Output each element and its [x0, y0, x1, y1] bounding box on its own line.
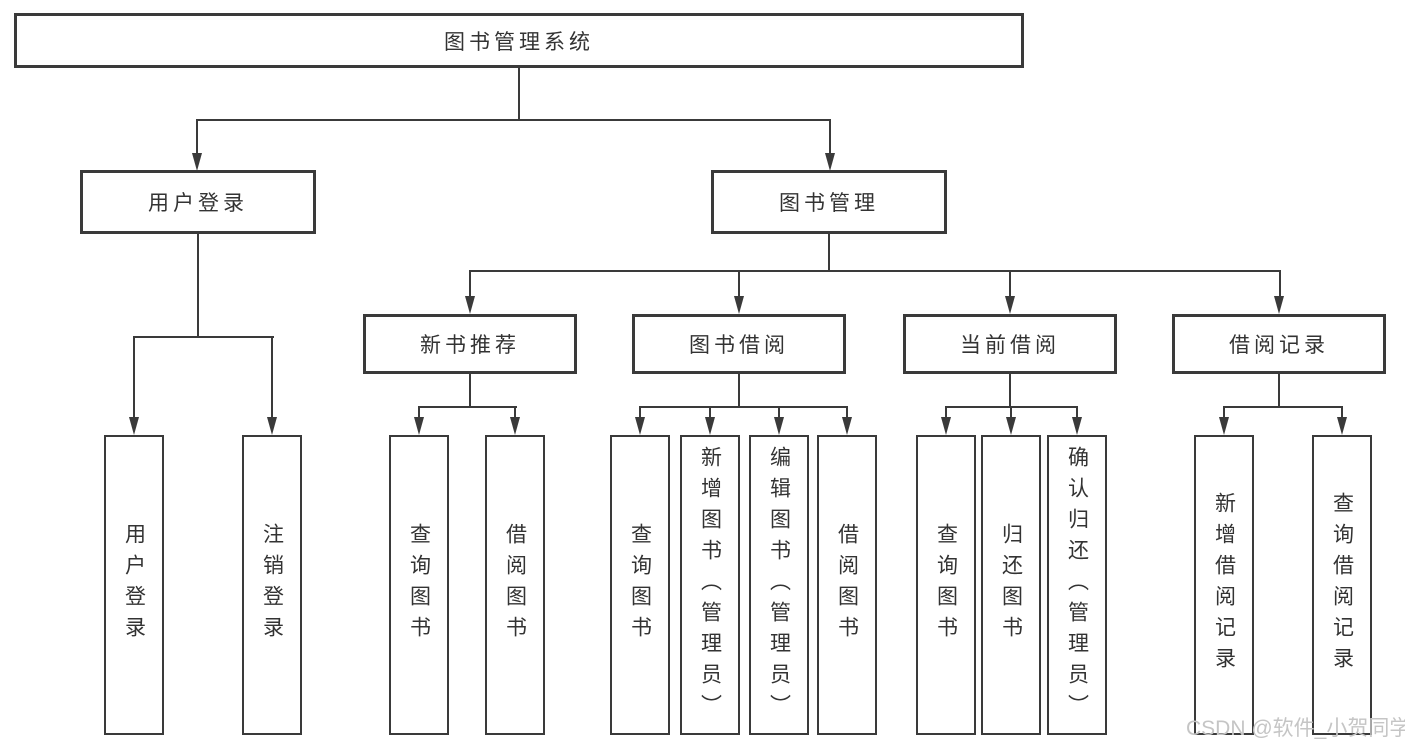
connector-drop: [418, 406, 420, 417]
arrow-down-icon: [1072, 417, 1082, 435]
arrow-down-icon: [774, 417, 784, 435]
arrow-down-icon: [510, 417, 520, 435]
node-new-book-recommend-label: 新书推荐: [420, 334, 520, 357]
node-book-borrowing-label: 图书借阅: [689, 334, 789, 357]
connector-stub: [197, 234, 199, 336]
connector-drop: [945, 406, 947, 417]
connector-drop: [1341, 406, 1343, 417]
connector-drop: [514, 406, 516, 417]
node-edit-book-admin-label: 编辑图书（管理员）: [767, 445, 791, 725]
node-borrow-records-label: 借阅记录: [1229, 334, 1329, 357]
node-current-borrowing-label: 当前借阅: [960, 334, 1060, 357]
node-current-borrowing: 当前借阅: [903, 314, 1117, 374]
connector-drop: [1223, 406, 1225, 417]
arrow-down-icon: [825, 153, 835, 171]
node-query-books-borrowing-label: 查询图书: [628, 523, 652, 647]
node-confirm-return-admin: 确认归还（管理员）: [1047, 435, 1107, 735]
arrow-down-icon: [192, 153, 202, 171]
connector-drop: [469, 270, 471, 296]
node-borrow-records: 借阅记录: [1172, 314, 1386, 374]
node-logout-label: 注销登录: [260, 523, 284, 647]
connector-drop: [846, 406, 848, 417]
connector-stub: [1278, 374, 1280, 406]
node-return-book: 归还图书: [981, 435, 1041, 735]
arrow-down-icon: [267, 417, 277, 435]
connector-drop: [778, 406, 780, 417]
node-query-books-recommend-label: 查询图书: [407, 523, 431, 647]
connector-rail: [470, 270, 1281, 272]
node-book-management: 图书管理: [711, 170, 947, 234]
connector-rail: [640, 406, 848, 408]
node-query-books-recommend: 查询图书: [389, 435, 449, 735]
connector-stub: [469, 374, 471, 406]
node-query-borrow-record: 查询借阅记录: [1312, 435, 1372, 735]
node-user-login-label: 用户登录: [148, 192, 248, 215]
node-borrow-books-borrowing: 借阅图书: [817, 435, 877, 735]
node-edit-book-admin: 编辑图书（管理员）: [749, 435, 809, 735]
node-book-management-label: 图书管理: [779, 192, 879, 215]
node-new-book-recommend: 新书推荐: [363, 314, 577, 374]
arrow-down-icon: [842, 417, 852, 435]
node-add-borrow-record-label: 新增借阅记录: [1212, 492, 1236, 678]
arrow-down-icon: [1005, 296, 1015, 314]
connector-rail: [946, 406, 1078, 408]
arrow-down-icon: [1337, 417, 1347, 435]
connector-drop: [639, 406, 641, 417]
arrow-down-icon: [941, 417, 951, 435]
arrow-down-icon: [414, 417, 424, 435]
node-library-system-label: 图书管理系统: [444, 30, 594, 54]
connector-drop: [1010, 406, 1012, 417]
node-user-login: 用户登录: [80, 170, 316, 234]
connector-drop: [709, 406, 711, 417]
arrow-down-icon: [705, 417, 715, 435]
connector-drop: [738, 270, 740, 296]
node-book-borrowing: 图书借阅: [632, 314, 846, 374]
node-library-system: 图书管理系统: [14, 13, 1024, 68]
node-return-book-label: 归还图书: [999, 523, 1023, 647]
connector-rail: [1224, 406, 1343, 408]
connector-drop: [196, 119, 198, 153]
node-query-books-current-label: 查询图书: [934, 523, 958, 647]
connector-rail: [419, 406, 517, 408]
arrow-down-icon: [635, 417, 645, 435]
csdn-watermark: CSDN @软件_小贺同学: [1186, 717, 1405, 740]
node-query-borrow-record-label: 查询借阅记录: [1330, 492, 1354, 678]
connector-stub: [1009, 374, 1011, 406]
arrow-down-icon: [1274, 296, 1284, 314]
connector-rail: [133, 336, 274, 338]
node-add-borrow-record: 新增借阅记录: [1194, 435, 1254, 735]
node-query-books-current: 查询图书: [916, 435, 976, 735]
connector-drop: [133, 336, 135, 417]
arrow-down-icon: [129, 417, 139, 435]
connector-rail: [197, 119, 831, 121]
node-confirm-return-admin-label: 确认归还（管理员）: [1065, 445, 1089, 725]
connector-stub: [828, 234, 830, 270]
node-borrow-books-recommend-label: 借阅图书: [503, 523, 527, 647]
arrow-down-icon: [1219, 417, 1229, 435]
node-user-login-action-label: 用户登录: [122, 523, 146, 647]
node-add-book-admin-label: 新增图书（管理员）: [698, 445, 722, 725]
arrow-down-icon: [734, 296, 744, 314]
arrow-down-icon: [1006, 417, 1016, 435]
node-query-books-borrowing: 查询图书: [610, 435, 670, 735]
connector-drop: [1076, 406, 1078, 417]
node-logout: 注销登录: [242, 435, 302, 735]
connector-drop: [271, 336, 273, 417]
node-borrow-books-recommend: 借阅图书: [485, 435, 545, 735]
node-user-login-action: 用户登录: [104, 435, 164, 735]
connector-stub: [518, 68, 520, 119]
connector-drop: [1009, 270, 1011, 296]
connector-drop: [1279, 270, 1281, 296]
connector-drop: [829, 119, 831, 153]
node-borrow-books-borrowing-label: 借阅图书: [835, 523, 859, 647]
node-add-book-admin: 新增图书（管理员）: [680, 435, 740, 735]
arrow-down-icon: [465, 296, 475, 314]
connector-stub: [738, 374, 740, 406]
